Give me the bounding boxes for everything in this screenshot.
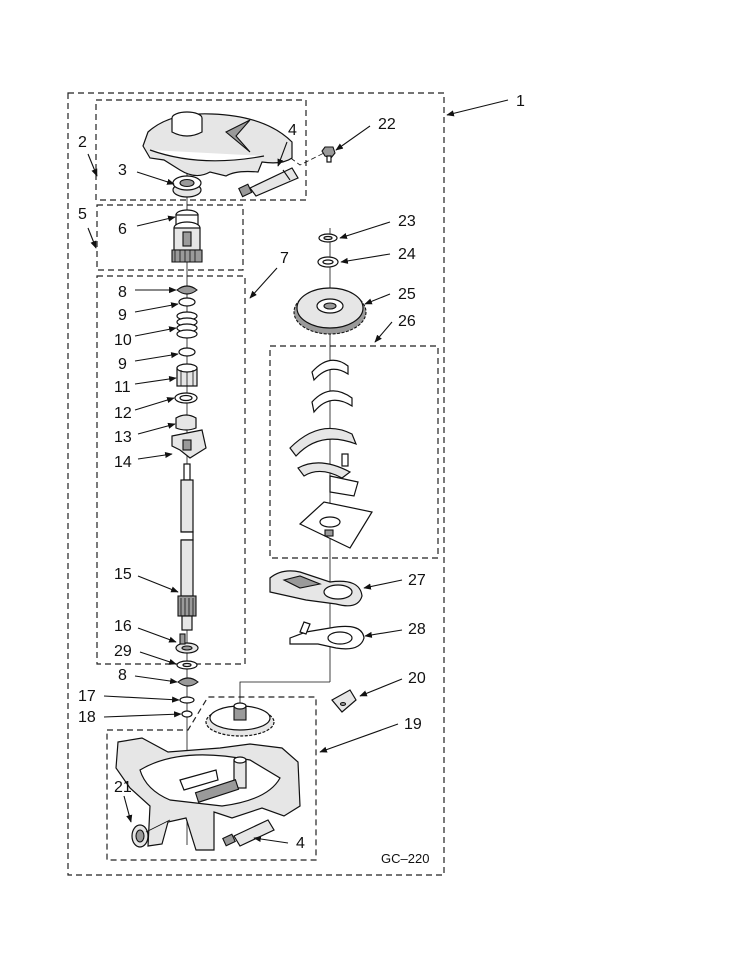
callout-18: 18 [78,709,96,726]
callout-4-bottom: 4 [296,835,305,852]
callout-labels: 1 2 3 4 22 5 6 7 8 9 10 9 11 12 13 14 15… [78,93,525,866]
callout-25: 25 [398,286,416,303]
drive-shaft [177,463,197,631]
sealant-tube-bottom [222,819,275,847]
pinion-assembly [171,209,203,263]
callout-15: 15 [114,566,132,583]
callout-4-top: 4 [288,122,297,139]
washer-upper [178,297,196,307]
callout-9-lower: 9 [118,356,127,373]
cam-plate-27 [269,570,363,607]
outline-group-2 [95,99,307,201]
sealant-tube-top [238,167,299,198]
outline-group-5 [96,204,244,271]
callout-1: 1 [516,93,525,110]
callout-29: 29 [114,643,132,660]
callout-5: 5 [78,206,87,223]
ring-18 [181,710,193,718]
outline-assembly-1 [67,92,445,876]
callout-8-upper: 8 [118,284,127,301]
screw [321,146,336,163]
outline-group-19 [106,696,317,861]
callout-16: 16 [114,618,132,635]
snap-ring-lower [177,677,199,687]
ring-12 [174,392,198,404]
outline-group-26 [269,345,439,559]
washer-24 [317,256,339,268]
leader-lines [87,99,509,844]
diagram-code: GC–220 [381,851,429,866]
seal [172,175,202,198]
callout-23: 23 [398,213,416,230]
clutch-13 [175,414,197,431]
brake-bracket [297,453,359,497]
callout-9-upper: 9 [118,307,127,324]
callout-11: 11 [114,379,131,396]
brake-shoe [289,427,358,457]
gearcase-housing [115,702,301,851]
seal-21 [131,819,171,848]
bearing-16 [175,633,199,654]
snap-ring-upper [176,285,198,295]
clutch-band-upper [311,359,349,382]
ring-23 [318,233,338,243]
washer-17 [179,696,195,704]
callout-2: 2 [78,134,87,151]
callout-28: 28 [408,621,426,638]
callout-6: 6 [118,221,127,238]
callout-19: 19 [404,716,422,733]
washer-lower [178,347,196,357]
cam-14 [171,429,207,459]
callout-24: 24 [398,246,416,263]
right-axis-link [239,681,330,705]
callout-10: 10 [114,332,132,349]
callout-27: 27 [408,572,426,589]
callout-26: 26 [398,313,416,330]
callout-22: 22 [378,116,396,133]
callout-7: 7 [280,250,289,267]
callout-13: 13 [114,429,132,446]
callout-20: 20 [408,670,426,687]
callout-12: 12 [114,405,132,422]
callout-17: 17 [78,688,96,705]
spring [176,311,198,339]
housing-cover [142,111,293,177]
clutch-band-lower [311,390,353,414]
callout-14: 14 [114,454,132,471]
callout-21: 21 [114,779,132,796]
gear-11 [176,363,198,387]
bracket-20 [331,689,357,713]
callout-3: 3 [118,162,127,179]
brake-plate [298,501,373,549]
shift-fork-28 [289,621,365,650]
callout-8-lower: 8 [118,667,127,684]
gear-25 [293,287,367,335]
washer-29 [176,660,198,670]
